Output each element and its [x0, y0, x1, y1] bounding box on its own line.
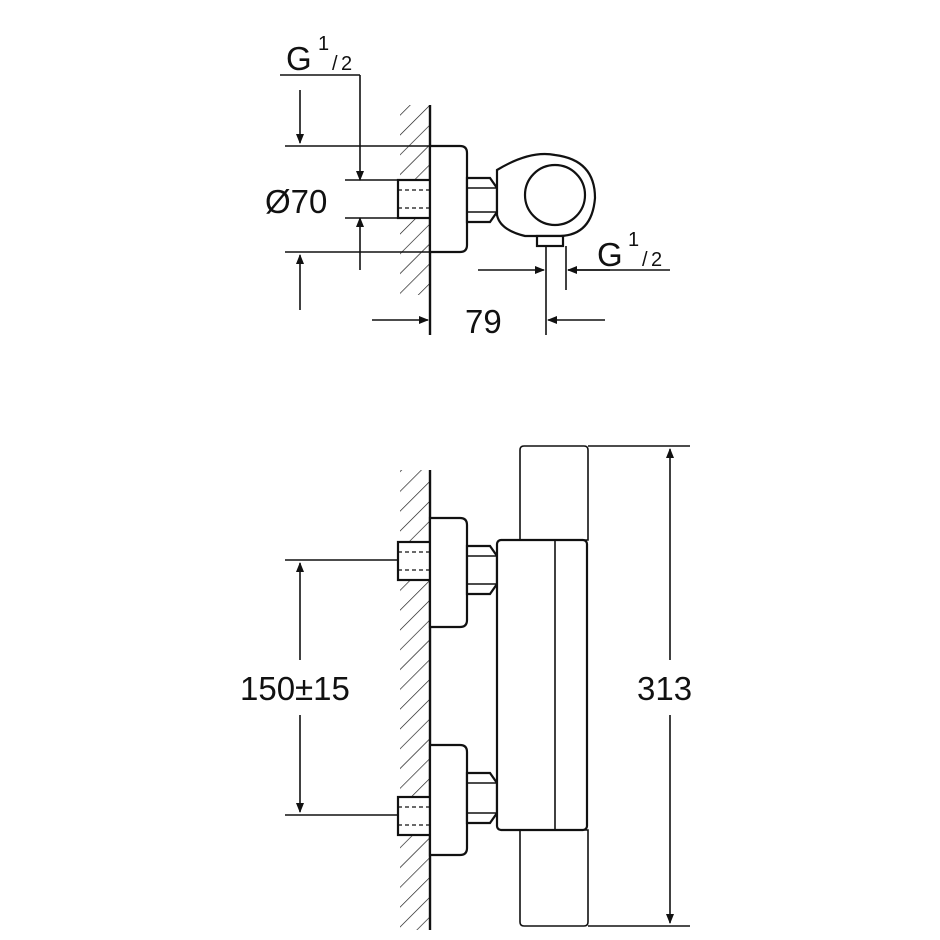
depth-label: 79	[465, 303, 502, 340]
top-handle-knurled	[519, 445, 589, 541]
inlet-fitting-top	[396, 178, 432, 220]
wall-hatch-front	[400, 470, 430, 930]
thread-inlet-numerator: 1	[318, 33, 329, 55]
upper-inlet-fitting	[396, 540, 432, 582]
top-view	[280, 74, 670, 335]
diameter-label: Ø70	[265, 183, 327, 220]
thread-inlet-denominator: 2	[341, 53, 352, 75]
front-view	[285, 445, 690, 930]
lower-hex-nut	[465, 771, 499, 825]
bottom-handle-knurled	[519, 829, 589, 927]
thermostat-body	[495, 538, 589, 832]
thread-inlet-label: G	[286, 40, 312, 77]
upper-hex-nut	[465, 544, 499, 596]
lower-inlet-fitting	[396, 795, 432, 837]
center-distance-label: 150±15	[240, 670, 350, 707]
height-label: 313	[637, 670, 692, 707]
upper-escutcheon	[428, 516, 469, 629]
lower-escutcheon	[428, 743, 469, 857]
thread-outlet-denominator: 2	[651, 249, 662, 271]
thread-inlet-slash: /	[332, 53, 338, 75]
thread-outlet-numerator: 1	[628, 229, 639, 251]
outlet-top	[535, 234, 565, 248]
thread-outlet-label: G	[597, 236, 623, 273]
hex-nut-top	[465, 176, 499, 224]
handle-circle-top	[523, 163, 587, 227]
escutcheon-top	[428, 144, 469, 254]
thread-outlet-slash: /	[642, 249, 648, 271]
